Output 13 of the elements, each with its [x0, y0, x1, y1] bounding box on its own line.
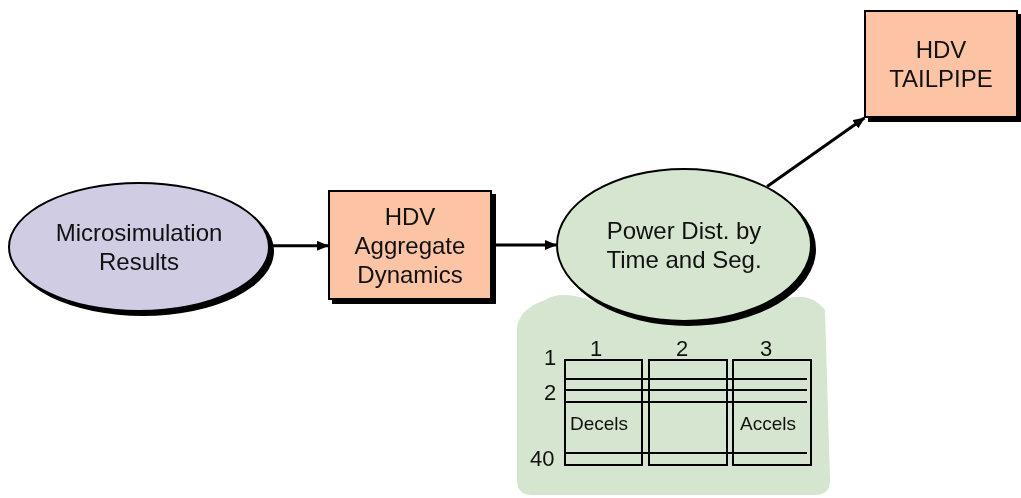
- node-label: Power Dist. by Time and Seg.: [606, 216, 762, 274]
- node-label: HDV Aggregate Dynamics: [353, 201, 467, 289]
- table-label: 2: [676, 338, 689, 360]
- table-label: 1: [544, 347, 557, 369]
- table-label: 3: [760, 338, 773, 360]
- table-label: Decels: [570, 414, 629, 433]
- table-label: 2: [544, 382, 557, 404]
- node-label: HDV TAILPIPE: [888, 35, 994, 93]
- table-label: 1: [590, 338, 603, 360]
- arrow: [766, 116, 866, 188]
- table-label: 40: [530, 448, 555, 470]
- node-label: Microsimulation Results: [54, 218, 224, 276]
- table-label: Accels: [740, 414, 796, 433]
